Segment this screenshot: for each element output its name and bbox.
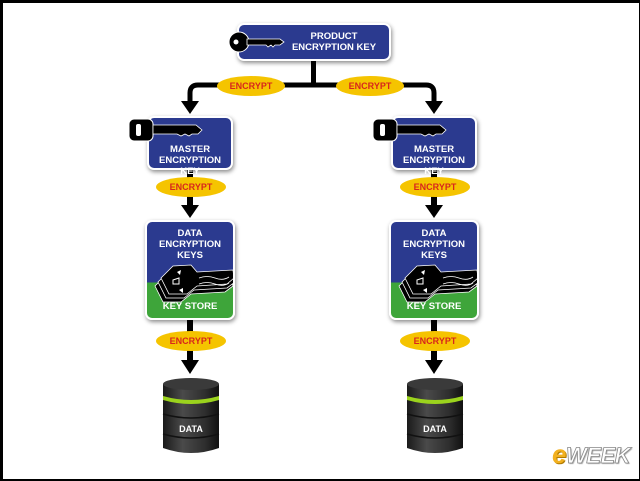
data-encryption-keys-store-left: DATA ENCRYPTION KEYS KEY STORE [145,220,235,320]
master-key-line1: MASTER [413,144,455,155]
keys-stack-icon [398,264,477,303]
key-icon [372,118,447,142]
master-key-line2: ENCRYPTION KEY [159,155,221,177]
database-label: DATA [179,424,203,434]
arrow-head-right-3 [425,360,443,374]
arrow-head-right [425,101,443,114]
database-label: DATA [423,424,447,434]
encrypt-label: ENCRYPT [229,81,273,91]
branch-line-left [187,82,313,104]
arrow-head-right-2 [425,205,443,218]
product-key-line1: PRODUCT [310,31,358,42]
product-key-line2: ENCRYPTION KEY [291,42,377,53]
keys-stack-icon [154,264,233,303]
key-icon [128,118,203,142]
database-icon [406,378,464,453]
encrypt-label: ENCRYPT [348,81,392,91]
database-icon [162,378,220,453]
encrypt-label: ENCRYPT [413,182,457,192]
key-store-label: KEY STORE [406,301,462,312]
data-keys-line2: ENCRYPTION [159,239,221,250]
encrypt-pill-mid-left: ENCRYPT [156,177,226,197]
encrypt-pill-top-right: ENCRYPT [336,76,404,96]
product-key-label: PRODUCT ENCRYPTION KEY [239,31,389,53]
encrypt-pill-low-right: ENCRYPT [400,331,470,351]
data-keys-line3: KEYS [421,250,447,261]
database-left: DATA [161,376,221,456]
logo-e: e [552,439,566,469]
arrow-head-left-2 [181,205,199,218]
data-keys-line3: KEYS [177,250,203,261]
arrow-head-left [181,101,199,114]
data-keys-line1: DATA [177,228,203,239]
encrypt-label: ENCRYPT [169,182,213,192]
master-key-line2: ENCRYPTION KEY [403,155,465,177]
encrypt-pill-top-left: ENCRYPT [217,76,285,96]
encrypt-pill-mid-right: ENCRYPT [400,177,470,197]
stem-line [311,60,316,86]
logo-week: WEEK [566,443,631,469]
key-store-label: KEY STORE [162,301,218,312]
key-icon [228,31,285,53]
encrypt-label: ENCRYPT [169,336,213,346]
master-key-line1: MASTER [169,144,211,155]
database-right: DATA [405,376,465,456]
data-encryption-keys-store-right: DATA ENCRYPTION KEYS KEY STORE [389,220,479,320]
encrypt-label: ENCRYPT [413,336,457,346]
data-keys-line1: DATA [421,228,447,239]
encrypt-pill-low-left: ENCRYPT [156,331,226,351]
eweek-logo: eWEEK [552,439,631,470]
arrow-head-left-3 [181,360,199,374]
branch-line-right [313,82,437,104]
data-keys-line2: ENCRYPTION [403,239,465,250]
